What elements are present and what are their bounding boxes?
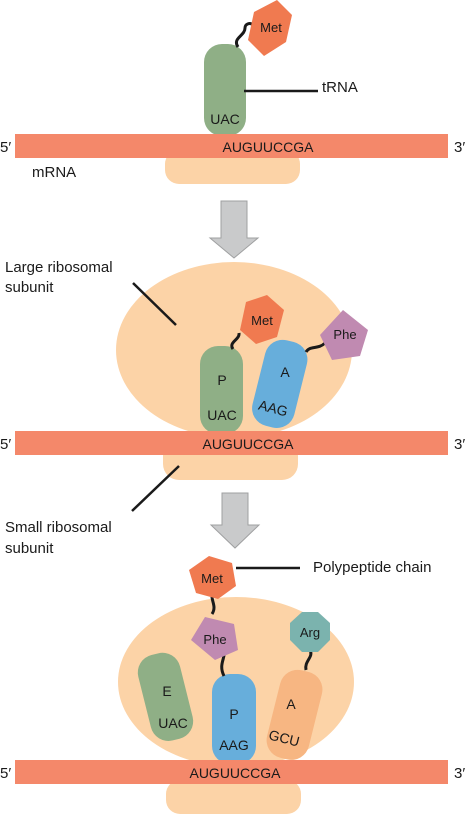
mrna-sequence: AUGUUCCGA — [202, 436, 294, 452]
large-subunit-leader-line — [132, 282, 177, 326]
trna-a-site — [266, 669, 323, 760]
panel-initiation: UAC Met tRNA AUGUUCCGA 5′ 3′ mRNA — [0, 0, 465, 184]
methionine-hexagon — [189, 556, 236, 599]
three-prime-label: 3′ — [454, 436, 465, 453]
trna-initiator — [204, 44, 246, 136]
small-subunit-leader-line — [131, 465, 180, 512]
methionine-hexagon — [248, 0, 292, 56]
down-arrow-1 — [208, 200, 260, 259]
three-prime-label: 3′ — [454, 139, 465, 156]
arginine-octagon — [290, 612, 330, 652]
large-subunit-label-line2: subunit — [5, 279, 54, 296]
p-site-label: P — [217, 372, 226, 388]
p-site-label: P — [229, 706, 238, 722]
methionine-label: Met — [251, 313, 273, 328]
mrna-label: mRNA — [32, 164, 76, 181]
arginine-label: Arg — [300, 625, 320, 640]
mrna-strand — [15, 760, 448, 784]
panel-elongation-binding: P UAC A AAG Met Phe Large ribosomal subu… — [0, 259, 465, 557]
three-prime-label: 3′ — [454, 765, 465, 782]
a-aminoacyl-bond-line — [304, 341, 327, 353]
a-site-label: A — [280, 364, 290, 380]
a-site-anticodon: AAG — [257, 397, 290, 420]
small-ribosomal-subunit — [166, 780, 301, 814]
aminoacyl-bond-line — [235, 22, 255, 48]
methionine-label: Met — [260, 20, 282, 35]
mrna-sequence: AUGUUCCGA — [189, 765, 281, 781]
a-site-label: A — [286, 696, 296, 712]
trna-e-site — [137, 652, 194, 741]
large-subunit-label-line1: Large ribosomal — [5, 259, 113, 276]
five-prime-label: 5′ — [0, 436, 11, 453]
trna-anticodon-text: UAC — [210, 111, 240, 127]
five-prime-label: 5′ — [0, 139, 11, 156]
e-site-anticodon: UAC — [158, 715, 188, 731]
phenylalanine-pentagon — [320, 310, 368, 360]
e-site-label: E — [162, 683, 171, 699]
trna-p-site — [212, 674, 256, 764]
phenylalanine-label: Phe — [333, 327, 356, 342]
p-aminoacyl-bond-line — [230, 332, 241, 350]
small-subunit-label-line1: Small ribosomal — [5, 519, 112, 536]
phenylalanine-pentagon — [191, 617, 238, 660]
down-arrow-2 — [209, 492, 261, 549]
methionine-label: Met — [201, 571, 223, 586]
a-site-anticodon: GCU — [267, 727, 301, 750]
trna-a-site — [252, 339, 308, 428]
five-prime-label: 5′ — [0, 765, 11, 782]
polypeptide-label: Polypeptide chain — [313, 559, 431, 576]
mrna-strand — [15, 431, 448, 455]
p-site-anticodon: AAG — [219, 737, 249, 753]
methionine-hexagon — [240, 295, 284, 344]
p-site-anticodon: UAC — [207, 407, 237, 423]
panel-elongation-transfer: E UAC P AAG A GCU Met Phe Arg Polypeptid… — [0, 556, 465, 814]
small-ribosomal-subunit — [165, 150, 300, 184]
trna-p-site — [200, 346, 243, 434]
mrna-strand — [15, 134, 448, 158]
trna-label: tRNA — [322, 79, 358, 96]
mrna-sequence: AUGUUCCGA — [222, 139, 314, 155]
phenylalanine-label: Phe — [203, 632, 226, 647]
small-subunit-label-line2: subunit — [5, 540, 54, 557]
